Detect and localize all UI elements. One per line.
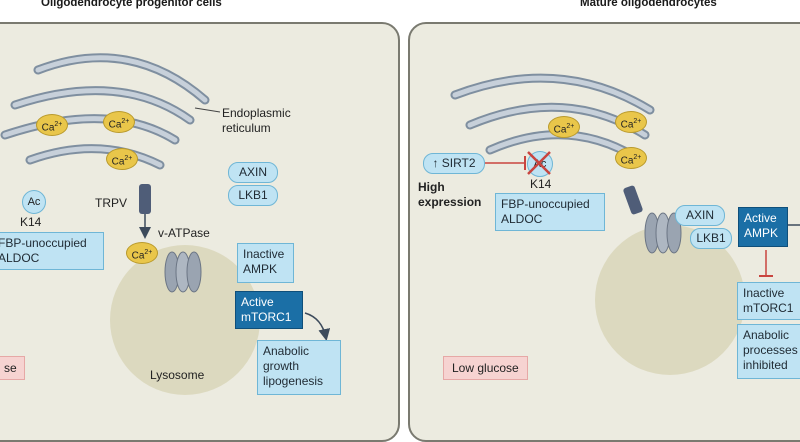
ca-sup: 2+ [124, 155, 133, 162]
left-aldoc-box: FBP-unoccupied ALDOC [0, 232, 104, 270]
mtorc1-to-anabolic-arrow [304, 312, 331, 341]
lysosome-label: Lysosome [150, 368, 205, 382]
ca-sup: 2+ [121, 118, 130, 125]
sirt2-pill: ↑ SIRT2 [423, 153, 485, 174]
left-ca-ion-3: Ca2+ [106, 148, 138, 170]
ca-label: Ca [41, 122, 55, 134]
diagram-graphics [0, 53, 800, 395]
right-glucose-box: Low glucose [443, 356, 528, 380]
left-lysosome [110, 245, 260, 395]
left-ac-circle: Ac [22, 190, 46, 214]
left-k14-label: K14 [20, 215, 42, 229]
ca-sup: 2+ [144, 249, 153, 256]
left-trpv-channel [139, 184, 151, 214]
inactive-ampk-box: Inactive AMPK [237, 243, 294, 283]
right-lysosome [595, 225, 745, 375]
left-er [0, 53, 210, 170]
right-panel-title: Mature oligodendrocytes [580, 0, 717, 9]
active-mtorc1-box: Active mTORC1 [235, 291, 303, 329]
right-aldoc-box: FBP-unoccupied ALDOC [495, 193, 605, 231]
high-expression-label: High expression [418, 180, 482, 209]
ca-sup: 2+ [566, 123, 575, 130]
ca-label: Ca [111, 156, 125, 168]
trpv-label: TRPV [95, 196, 128, 210]
left-ca-ion-4: Ca2+ [126, 242, 158, 264]
ca-sup: 2+ [633, 118, 642, 125]
right-ca-ion-3: Ca2+ [615, 147, 647, 169]
left-panel-title: Oligodendrocyte progenitor cells [41, 0, 222, 9]
er-label: Endoplasmic reticulum [222, 106, 291, 135]
inactive-mtorc1-box: Inactive mTORC1 [737, 282, 800, 320]
left-ac-label: Ac [27, 196, 41, 208]
er-pointer-line [194, 107, 221, 113]
ca-label: Ca [108, 119, 122, 131]
active-ampk-box: Active AMPK [738, 207, 788, 247]
ca-sup: 2+ [633, 154, 642, 161]
v-atpase-label: v-ATPase [158, 226, 210, 240]
right-ca-ion-1: Ca2+ [548, 116, 580, 138]
left-lkb1-pill: LKB1 [228, 185, 278, 206]
left-ca-ion-2: Ca2+ [103, 111, 135, 133]
right-axin-pill: AXIN [675, 205, 725, 226]
ac-removed-cross-icon [527, 151, 551, 175]
left-axin-pill: AXIN [228, 162, 278, 183]
right-ca-ion-2: Ca2+ [615, 111, 647, 133]
left-ca-ion-1: Ca2+ [36, 114, 68, 136]
ca-label: Ca [620, 119, 634, 131]
ca-sup: 2+ [54, 121, 63, 128]
ca-label: Ca [620, 155, 634, 167]
right-k14-label: K14 [530, 177, 552, 191]
right-lkb1-pill: LKB1 [690, 228, 732, 249]
ca-label: Ca [131, 250, 145, 262]
right-anabolic-box: Anabolic processes inhibited [737, 324, 800, 379]
right-trpv-channel [623, 185, 643, 215]
left-anabolic-box: Anabolic growth lipogenesis [257, 340, 341, 395]
left-v-atpase [164, 251, 202, 293]
left-glucose-box: se [0, 356, 25, 380]
ca-label: Ca [553, 124, 567, 136]
